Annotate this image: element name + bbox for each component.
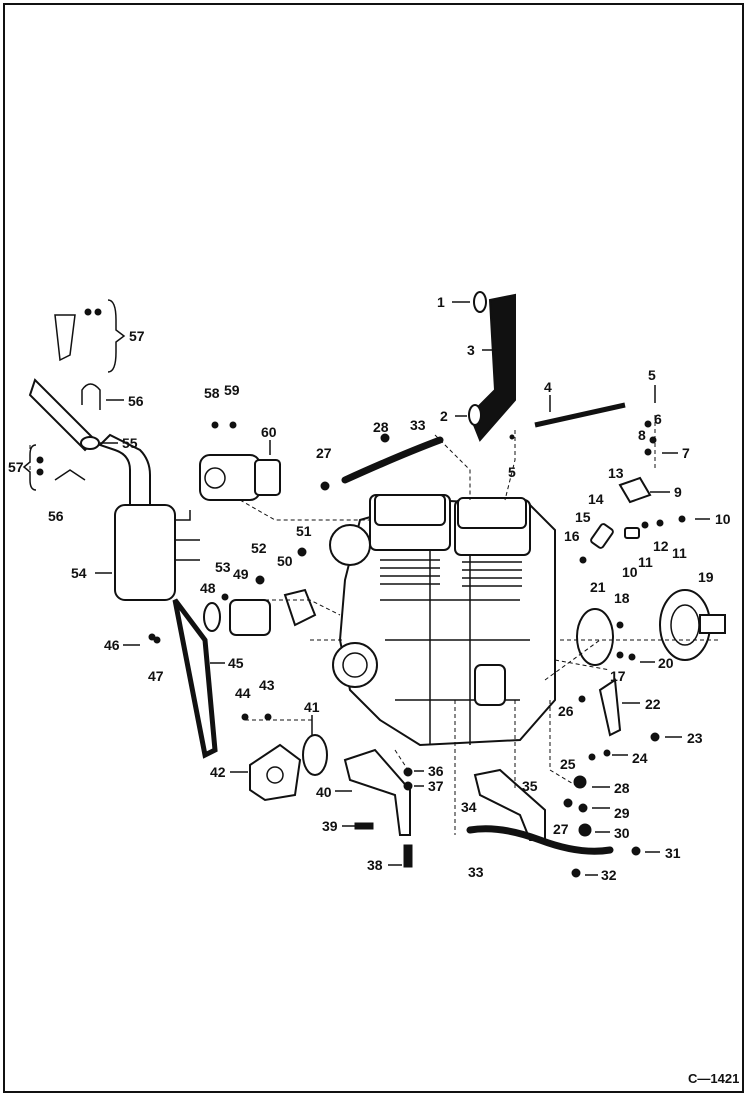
callout-44: 44 (235, 685, 251, 701)
callout-1: 1 (437, 294, 445, 310)
callout-15: 15 (575, 509, 591, 525)
callout-21: 21 (590, 579, 606, 595)
callout-7: 7 (682, 445, 690, 461)
callout-60: 60 (261, 424, 277, 440)
pump-gasket (302, 734, 328, 776)
fuel-line-lower (466, 825, 614, 855)
callout-18: 18 (614, 590, 630, 606)
callout-32: 32 (601, 867, 617, 883)
callout-50: 50 (277, 553, 293, 569)
callout-2: 2 (440, 408, 448, 424)
hose-clamps (468, 291, 487, 426)
callout-10b: 10 (622, 564, 638, 580)
callout-11b: 11 (672, 545, 687, 561)
flywheel-housing (329, 524, 378, 688)
callout-19: 19 (698, 569, 714, 585)
callout-25: 25 (560, 756, 576, 772)
exhaust-bracket (54, 314, 86, 481)
callout-17: 17 (610, 668, 626, 684)
callout-26: 26 (558, 703, 574, 719)
callout-35: 35 (522, 778, 538, 794)
callout-23: 23 (687, 730, 703, 746)
callout-27b: 27 (553, 821, 569, 837)
oil-filter (474, 664, 506, 706)
left-mount-bracket (343, 748, 411, 836)
callout-42: 42 (210, 764, 226, 780)
callout-33b: 33 (468, 864, 484, 880)
callout-8: 8 (638, 427, 646, 443)
callout-57a: 57 (129, 328, 145, 344)
callout-40: 40 (316, 784, 332, 800)
callout-13: 13 (608, 465, 624, 481)
callout-10a: 10 (715, 511, 731, 527)
callout-5a: 5 (648, 367, 656, 383)
callout-27a: 27 (316, 445, 332, 461)
fan-belt (172, 598, 218, 759)
callout-9: 9 (674, 484, 682, 500)
callout-4: 4 (544, 379, 552, 395)
alternator (203, 588, 317, 636)
callout-45: 45 (228, 655, 244, 671)
callout-49: 49 (233, 566, 249, 582)
callout-48: 48 (200, 580, 216, 596)
callout-31: 31 (665, 845, 681, 861)
callout-38: 38 (367, 857, 383, 873)
callout-3: 3 (467, 342, 475, 358)
intake-hose (468, 293, 516, 442)
callout-28a: 28 (373, 419, 389, 435)
callout-57b: 57 (8, 459, 24, 475)
callout-52: 52 (251, 540, 267, 556)
callout-56b: 56 (48, 508, 64, 524)
callout-55: 55 (122, 435, 138, 451)
callout-22: 22 (645, 696, 661, 712)
exhaust-pipe (28, 378, 100, 452)
hydraulic-pump (249, 743, 302, 802)
callout-36: 36 (428, 763, 444, 779)
muffler (98, 433, 200, 601)
callout-labels: 1 2 3 4 5 5 6 7 8 9 10 10 11 11 12 13 14… (8, 294, 731, 883)
callout-56a: 56 (128, 393, 144, 409)
u-bolt (81, 383, 101, 410)
callout-43: 43 (259, 677, 275, 693)
figure-code: C—1421 (688, 1071, 739, 1086)
callout-47: 47 (148, 668, 164, 684)
callout-39: 39 (322, 818, 338, 834)
callout-37: 37 (428, 778, 444, 794)
flywheel (659, 589, 726, 661)
starter-motor (199, 454, 281, 501)
callout-34: 34 (461, 799, 477, 815)
fuel-line-upper (341, 436, 444, 484)
fasteners (36, 308, 686, 878)
callout-12: 12 (653, 538, 669, 554)
callout-59: 59 (224, 382, 240, 398)
callout-16: 16 (564, 528, 580, 544)
callout-11a: 11 (638, 554, 653, 570)
assembly-guide-lines (29, 415, 720, 835)
callout-33a: 33 (410, 417, 426, 433)
callout-28b: 28 (614, 780, 630, 796)
adapter-plate (576, 608, 614, 666)
rocker-covers (374, 494, 527, 529)
callout-5b: 5 (508, 464, 516, 480)
callout-53: 53 (215, 559, 231, 575)
callout-54: 54 (71, 565, 87, 581)
callout-14: 14 (588, 491, 604, 507)
side-bracket (598, 678, 622, 737)
fuel-filter-assembly (590, 476, 652, 549)
injector-line (534, 402, 626, 428)
callout-6: 6 (654, 411, 662, 427)
callout-46: 46 (104, 637, 120, 653)
callout-29: 29 (614, 805, 630, 821)
callout-41: 41 (304, 699, 320, 715)
callout-58: 58 (204, 385, 220, 401)
callout-20: 20 (658, 655, 674, 671)
callout-30: 30 (614, 825, 630, 841)
callout-51: 51 (296, 523, 312, 539)
callout-24: 24 (632, 750, 648, 766)
